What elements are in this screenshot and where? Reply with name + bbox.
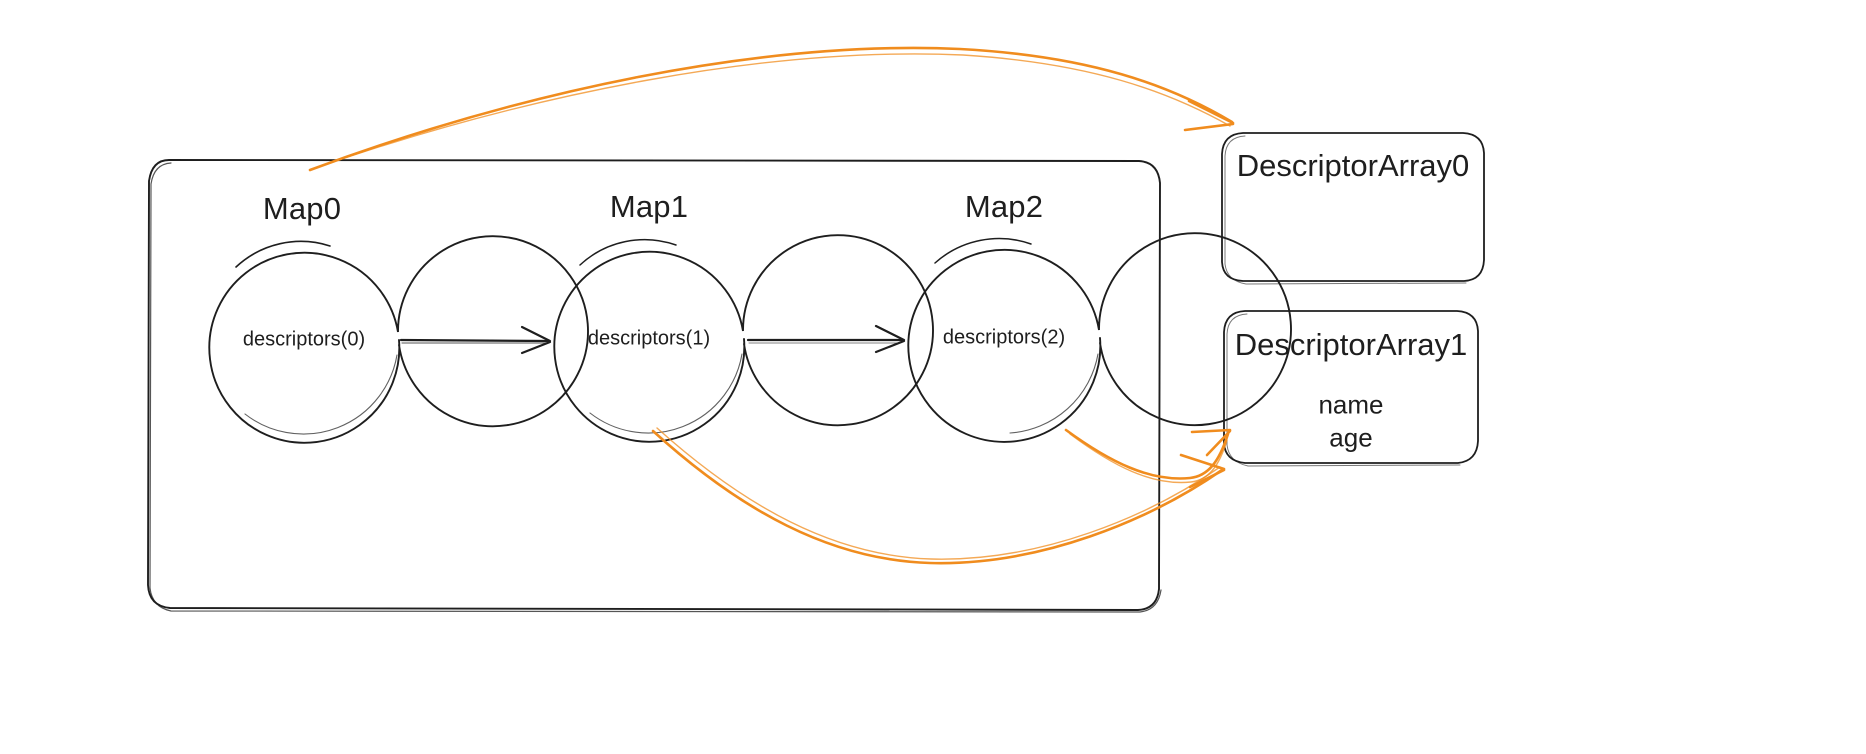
map1-circle[interactable] bbox=[553, 234, 934, 443]
descriptor-array-1-field-name: name bbox=[1318, 389, 1384, 420]
map0-title: Map0 bbox=[262, 191, 342, 226]
arrow-map2-to-descriptor-array-1 bbox=[1064, 428, 1232, 484]
maps-container-shape[interactable] bbox=[147, 159, 1162, 613]
arrow-map1-to-descriptor-array-1 bbox=[651, 427, 1226, 565]
map2-circle[interactable] bbox=[907, 232, 1292, 443]
arrow-map0-to-descriptor-array-0 bbox=[308, 46, 1235, 172]
descriptor-array-1-shape[interactable] bbox=[1223, 310, 1479, 467]
map2-circle-label: descriptors(2) bbox=[942, 326, 1066, 349]
descriptor-array-0-title: DescriptorArray0 bbox=[1236, 148, 1470, 183]
descriptor-array-0-shape[interactable] bbox=[1221, 132, 1485, 285]
arrow-map0-to-map1 bbox=[399, 325, 552, 355]
arrow-map1-to-map2 bbox=[746, 324, 906, 354]
descriptor-array-1-title: DescriptorArray1 bbox=[1234, 327, 1468, 362]
map2-title: Map2 bbox=[964, 189, 1044, 224]
descriptor-array-1-field-age: age bbox=[1329, 422, 1373, 453]
map0-circle-label: descriptors(0) bbox=[242, 328, 366, 351]
map1-title: Map1 bbox=[609, 189, 689, 224]
map0-circle[interactable] bbox=[208, 235, 589, 444]
map1-circle-label: descriptors(1) bbox=[587, 327, 711, 350]
